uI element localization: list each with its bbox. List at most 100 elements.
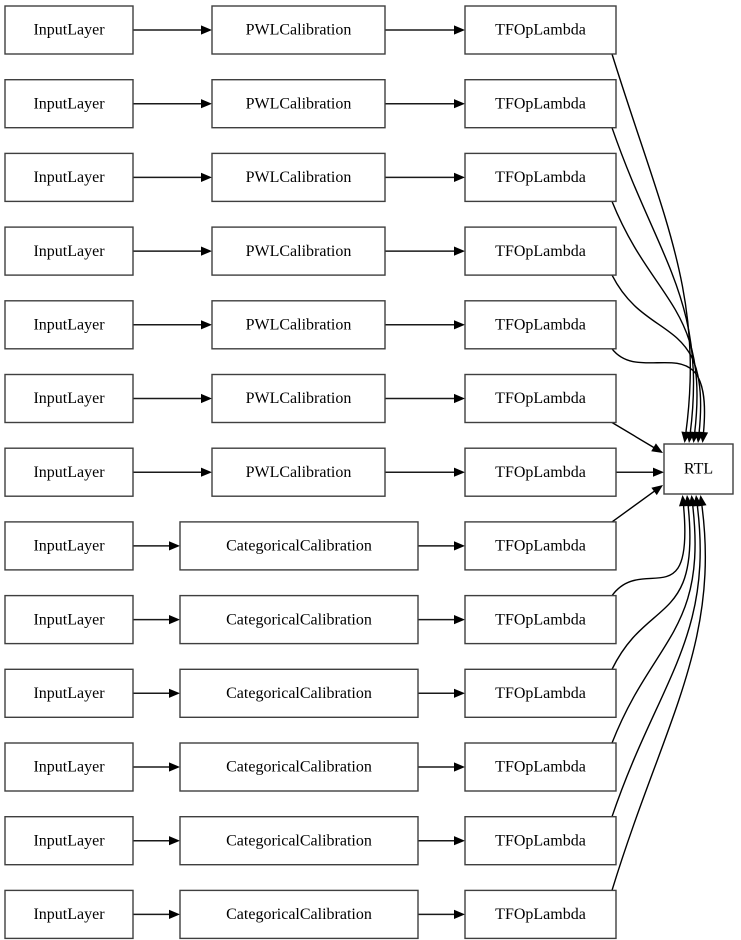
node-tfoplambda-5-box[interactable] — [464, 373, 617, 424]
node-tfoplambda-10-box[interactable] — [464, 742, 617, 792]
node-tfoplambda-2[interactable]: TFOpLambda — [464, 152, 617, 203]
edge-lambda-to-rtl-4-arrowhead — [698, 431, 709, 443]
node-tfoplambda-7[interactable]: TFOpLambda — [464, 521, 617, 571]
node-tfoplambda-3-box[interactable] — [464, 226, 617, 276]
edge-input-to-calibration-12-arrowhead — [169, 909, 180, 919]
edge-lambda-to-rtl-5-arrowhead — [651, 443, 663, 453]
node-input-layer-9[interactable]: InputLayer — [4, 668, 134, 718]
node-input-layer-7[interactable]: InputLayer — [4, 521, 134, 571]
node-calibration-7-box[interactable] — [179, 521, 419, 571]
node-calibration-1-box[interactable] — [211, 78, 386, 129]
edge-calibration-to-lambda-1-arrowhead — [454, 99, 465, 109]
node-tfoplambda-12[interactable]: TFOpLambda — [464, 889, 617, 940]
node-calibration-10-box[interactable] — [179, 742, 419, 792]
node-rtl-output[interactable]: RTL — [663, 443, 734, 495]
node-input-layer-3-box[interactable] — [4, 226, 134, 276]
node-tfoplambda-7-box[interactable] — [464, 521, 617, 571]
node-calibration-5[interactable]: PWLCalibration — [211, 373, 386, 424]
node-calibration-2[interactable]: PWLCalibration — [211, 152, 386, 203]
node-input-layer-10[interactable]: InputLayer — [4, 742, 134, 792]
edge-lambda-to-rtl-6-arrowhead — [653, 467, 664, 477]
node-input-layer-1[interactable]: InputLayer — [4, 78, 134, 129]
node-input-layer-1-box[interactable] — [4, 78, 134, 129]
node-input-layer-7-label: InputLayer — [33, 538, 105, 555]
edge-calibration-to-lambda-7-arrowhead — [454, 541, 465, 551]
node-calibration-11-box[interactable] — [179, 816, 419, 866]
node-calibration-5-box[interactable] — [211, 373, 386, 424]
node-input-layer-0-box[interactable] — [4, 5, 134, 55]
node-calibration-1[interactable]: PWLCalibration — [211, 78, 386, 129]
node-calibration-6[interactable]: PWLCalibration — [211, 447, 386, 497]
node-tfoplambda-0-box[interactable] — [464, 5, 617, 55]
node-input-layer-12-box[interactable] — [4, 889, 134, 940]
node-input-layer-9-label: InputLayer — [33, 685, 105, 702]
node-input-layer-6[interactable]: InputLayer — [4, 447, 134, 497]
edge-lambda-to-rtl-10 — [611, 503, 696, 744]
node-tfoplambda-3-label: TFOpLambda — [495, 243, 586, 260]
node-calibration-10[interactable]: CategoricalCalibration — [179, 742, 419, 792]
node-tfoplambda-8-box[interactable] — [464, 594, 617, 645]
node-tfoplambda-9-box[interactable] — [464, 668, 617, 718]
node-calibration-11[interactable]: CategoricalCalibration — [179, 816, 419, 866]
node-input-layer-5-box[interactable] — [4, 373, 134, 424]
node-calibration-0[interactable]: PWLCalibration — [211, 5, 386, 55]
node-input-layer-11[interactable]: InputLayer — [4, 816, 134, 866]
node-tfoplambda-6[interactable]: TFOpLambda — [464, 447, 617, 497]
node-calibration-12[interactable]: CategoricalCalibration — [179, 889, 419, 940]
node-input-layer-2-box[interactable] — [4, 152, 134, 203]
node-tfoplambda-1-box[interactable] — [464, 78, 617, 129]
node-input-layer-4-box[interactable] — [4, 300, 134, 350]
node-input-layer-8[interactable]: InputLayer — [4, 594, 134, 645]
node-tfoplambda-12-box[interactable] — [464, 889, 617, 940]
edge-calibration-to-lambda-4-arrowhead — [454, 320, 465, 330]
node-calibration-8-box[interactable] — [179, 594, 419, 645]
edge-calibration-to-lambda-2-arrowhead — [454, 172, 465, 182]
node-calibration-2-box[interactable] — [211, 152, 386, 203]
node-calibration-4-box[interactable] — [211, 300, 386, 350]
node-calibration-9-box[interactable] — [179, 668, 419, 718]
node-input-layer-0[interactable]: InputLayer — [4, 5, 134, 55]
node-input-layer-10-box[interactable] — [4, 742, 134, 792]
node-calibration-8-label: CategoricalCalibration — [226, 611, 372, 628]
node-tfoplambda-11[interactable]: TFOpLambda — [464, 816, 617, 866]
node-tfoplambda-10[interactable]: TFOpLambda — [464, 742, 617, 792]
node-calibration-4[interactable]: PWLCalibration — [211, 300, 386, 350]
node-input-layer-6-box[interactable] — [4, 447, 134, 497]
node-calibration-9[interactable]: CategoricalCalibration — [179, 668, 419, 718]
node-calibration-7[interactable]: CategoricalCalibration — [179, 521, 419, 571]
node-input-layer-2[interactable]: InputLayer — [4, 152, 134, 203]
node-calibration-6-box[interactable] — [211, 447, 386, 497]
node-tfoplambda-4-box[interactable] — [464, 300, 617, 350]
edge-input-to-calibration-3-arrowhead — [201, 246, 212, 256]
node-input-layer-7-box[interactable] — [4, 521, 134, 571]
node-input-layer-3[interactable]: InputLayer — [4, 226, 134, 276]
node-calibration-8[interactable]: CategoricalCalibration — [179, 594, 419, 645]
node-input-layer-5[interactable]: InputLayer — [4, 373, 134, 424]
edge-lambda-to-rtl-2 — [611, 201, 698, 435]
node-input-layer-9-box[interactable] — [4, 668, 134, 718]
edge-input-to-calibration-5-arrowhead — [201, 393, 212, 404]
node-input-layer-12[interactable]: InputLayer — [4, 889, 134, 940]
node-tfoplambda-9[interactable]: TFOpLambda — [464, 668, 617, 718]
node-input-layer-11-box[interactable] — [4, 816, 134, 866]
node-tfoplambda-11-box[interactable] — [464, 816, 617, 866]
node-tfoplambda-8[interactable]: TFOpLambda — [464, 594, 617, 645]
node-calibration-7-label: CategoricalCalibration — [226, 538, 372, 555]
node-rtl-output-box[interactable] — [663, 443, 734, 495]
node-calibration-3[interactable]: PWLCalibration — [211, 226, 386, 276]
node-tfoplambda-1[interactable]: TFOpLambda — [464, 78, 617, 129]
node-input-layer-12-label: InputLayer — [33, 906, 105, 923]
node-calibration-3-box[interactable] — [211, 226, 386, 276]
node-tfoplambda-4[interactable]: TFOpLambda — [464, 300, 617, 350]
node-tfoplambda-2-box[interactable] — [464, 152, 617, 203]
node-tfoplambda-5[interactable]: TFOpLambda — [464, 373, 617, 424]
node-input-layer-4[interactable]: InputLayer — [4, 300, 134, 350]
node-input-layer-5-label: InputLayer — [33, 390, 105, 407]
node-calibration-12-box[interactable] — [179, 889, 419, 940]
node-tfoplambda-0[interactable]: TFOpLambda — [464, 5, 617, 55]
node-tfoplambda-3[interactable]: TFOpLambda — [464, 226, 617, 276]
node-calibration-0-box[interactable] — [211, 5, 386, 55]
node-input-layer-8-box[interactable] — [4, 594, 134, 645]
node-tfoplambda-6-box[interactable] — [464, 447, 617, 497]
node-input-layer-11-label: InputLayer — [33, 832, 105, 849]
